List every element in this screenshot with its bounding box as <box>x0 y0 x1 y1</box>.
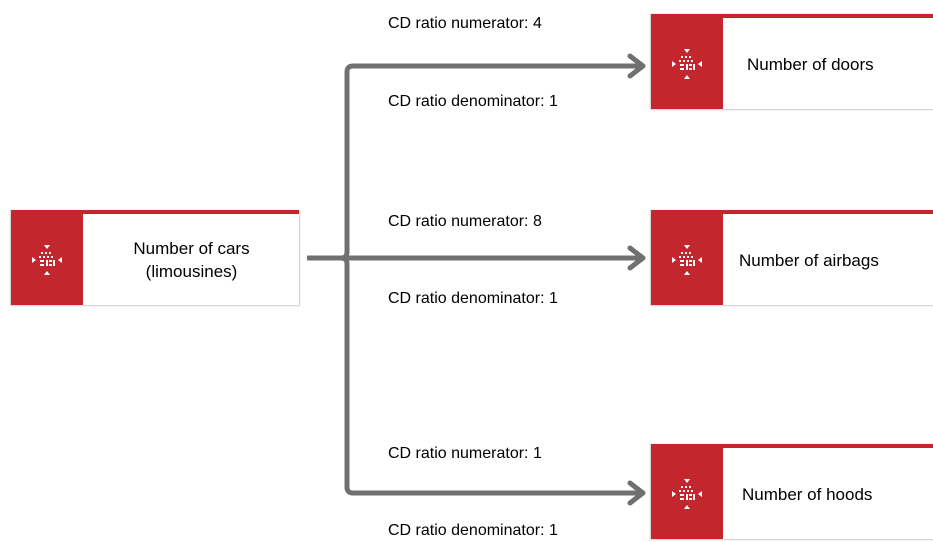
key-figure-icon <box>671 479 702 509</box>
node-label: Number of airbags <box>739 250 879 270</box>
numerator-label-airbags: CD ratio numerator: 8 <box>388 213 542 230</box>
node-icon-box <box>10 214 83 306</box>
denominator-label-doors: CD ratio denominator: 1 <box>388 93 558 110</box>
key-figure-icon <box>31 245 62 275</box>
node-label: Number of cars (limousines) <box>133 239 250 281</box>
denominator-label-airbags: CD ratio denominator: 1 <box>388 290 558 307</box>
denominator-label-hoods: CD ratio denominator: 1 <box>388 522 558 539</box>
key-figure-icon <box>671 245 702 275</box>
node-number-of-airbags[interactable]: Number of airbags <box>650 210 933 306</box>
key-figure-icon <box>671 49 702 79</box>
arrowhead-doors <box>627 53 646 79</box>
node-label: Number of doors <box>747 54 874 74</box>
numerator-label-doors: CD ratio numerator: 4 <box>388 15 542 32</box>
node-number-of-doors[interactable]: Number of doors <box>650 14 933 110</box>
connector-to-hoods <box>307 255 640 496</box>
arrowhead-airbags <box>627 245 646 271</box>
numerator-label-hoods: CD ratio numerator: 1 <box>388 445 542 462</box>
node-icon-box <box>650 214 723 306</box>
node-icon-box <box>650 18 723 110</box>
arrowhead-hoods <box>627 480 646 506</box>
node-label: Number of hoods <box>742 484 873 504</box>
node-number-of-cars[interactable]: Number of cars (limousines) <box>10 210 300 306</box>
node-icon-box <box>650 448 723 540</box>
node-number-of-hoods[interactable]: Number of hoods <box>650 444 933 540</box>
